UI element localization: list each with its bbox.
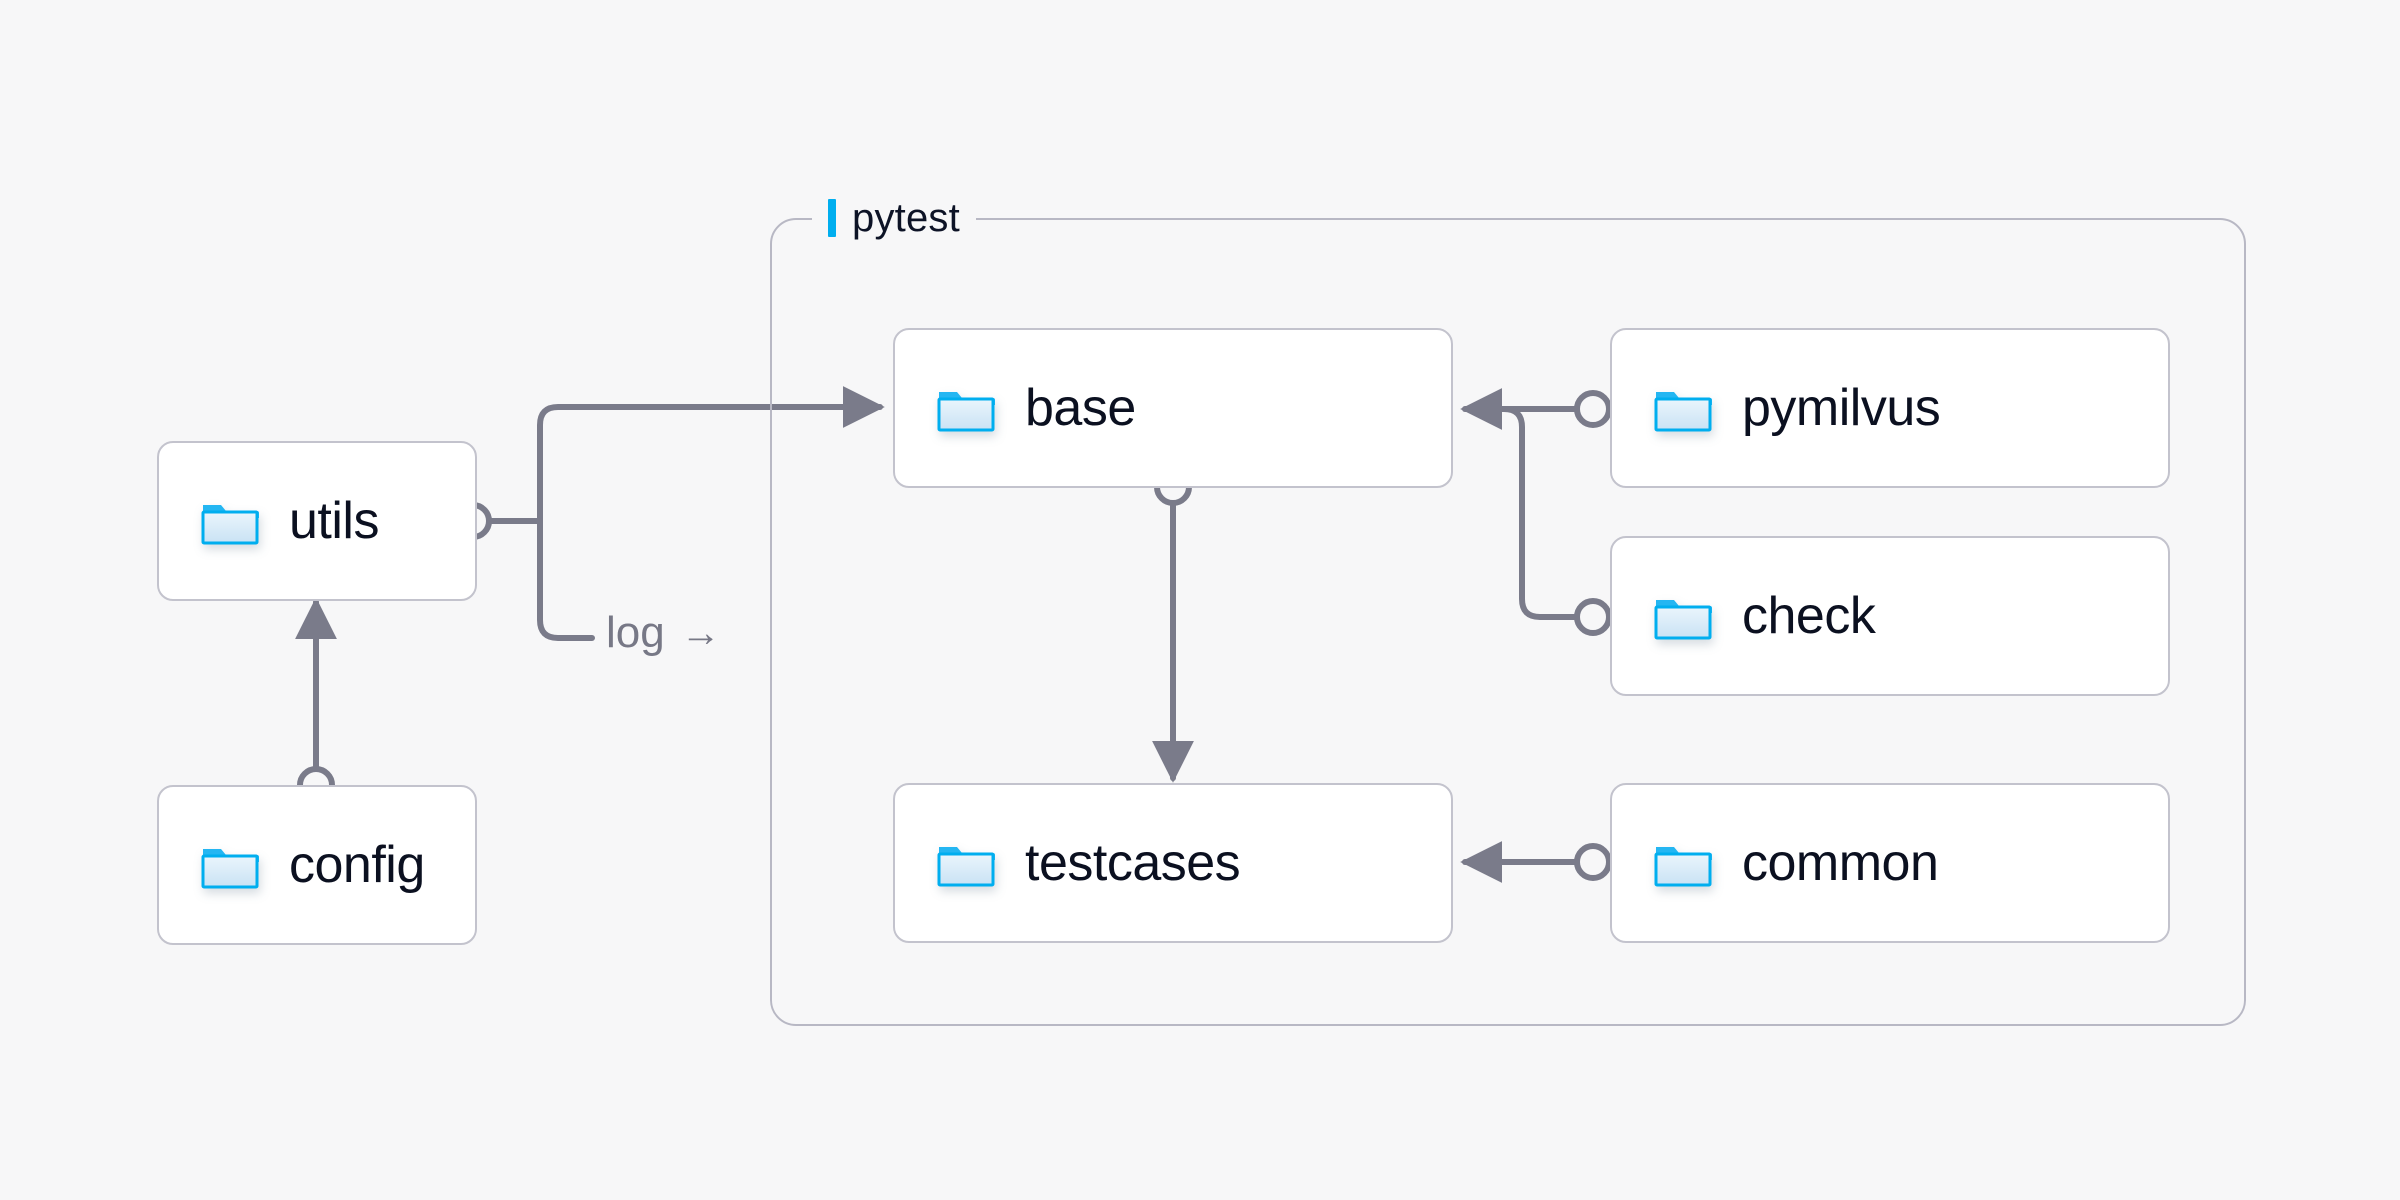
group-container-pytest [770, 218, 2246, 1026]
node-utils[interactable]: utils [157, 441, 477, 601]
group-title-label: pytest [852, 195, 960, 240]
folder-icon [201, 849, 259, 889]
folder-icon [937, 847, 995, 887]
edge-label-log: log → [600, 608, 727, 658]
node-label-common: common [1742, 834, 1939, 892]
node-config[interactable]: config [157, 785, 477, 945]
folder-icon [1654, 847, 1712, 887]
folder-icon [1654, 600, 1712, 640]
arrow-right-icon: → [680, 611, 721, 655]
node-label-check: check [1742, 587, 1876, 645]
node-testcases[interactable]: testcases [893, 783, 1453, 943]
node-base[interactable]: base [893, 328, 1453, 488]
folder-icon [201, 505, 259, 545]
node-pymilvus[interactable]: pymilvus [1610, 328, 2170, 488]
group-accent-bar [828, 199, 836, 237]
folder-icon [1654, 392, 1712, 432]
edge-utils-to-log [537, 518, 595, 641]
group-title-pytest: pytest [812, 191, 976, 245]
node-label-pymilvus: pymilvus [1742, 379, 1941, 437]
edge-label-log-text: log [606, 608, 665, 657]
node-common[interactable]: common [1610, 783, 2170, 943]
node-check[interactable]: check [1610, 536, 2170, 696]
node-label-utils: utils [289, 492, 379, 550]
node-label-base: base [1025, 379, 1136, 437]
folder-icon [937, 392, 995, 432]
node-label-testcases: testcases [1025, 834, 1241, 892]
node-label-config: config [289, 836, 425, 894]
